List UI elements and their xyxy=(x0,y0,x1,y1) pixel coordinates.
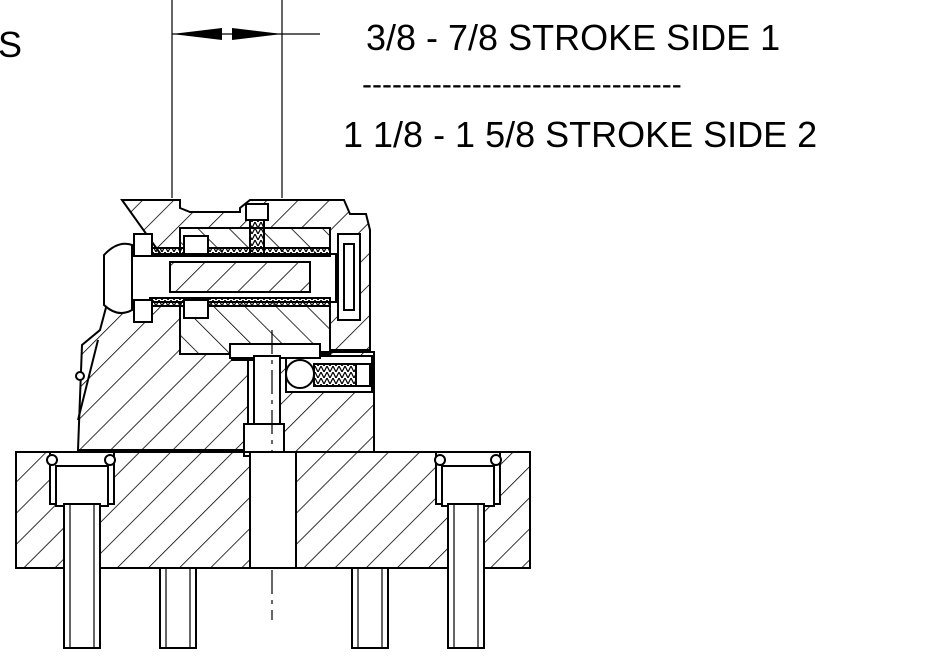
corner-fragment-label: S xyxy=(0,24,22,65)
base-plate xyxy=(15,451,531,569)
stroke-dimension xyxy=(171,0,320,198)
stroke-side-2-label: 1 1/8 - 1 5/8 STROKE SIDE 2 xyxy=(343,114,817,155)
stroke-side-1-label: 3/8 - 7/8 STROKE SIDE 1 xyxy=(366,17,780,58)
mounting-bolts xyxy=(63,503,485,649)
clamp-body xyxy=(75,199,371,451)
stroke-divider: -------------------------------- xyxy=(362,68,682,101)
